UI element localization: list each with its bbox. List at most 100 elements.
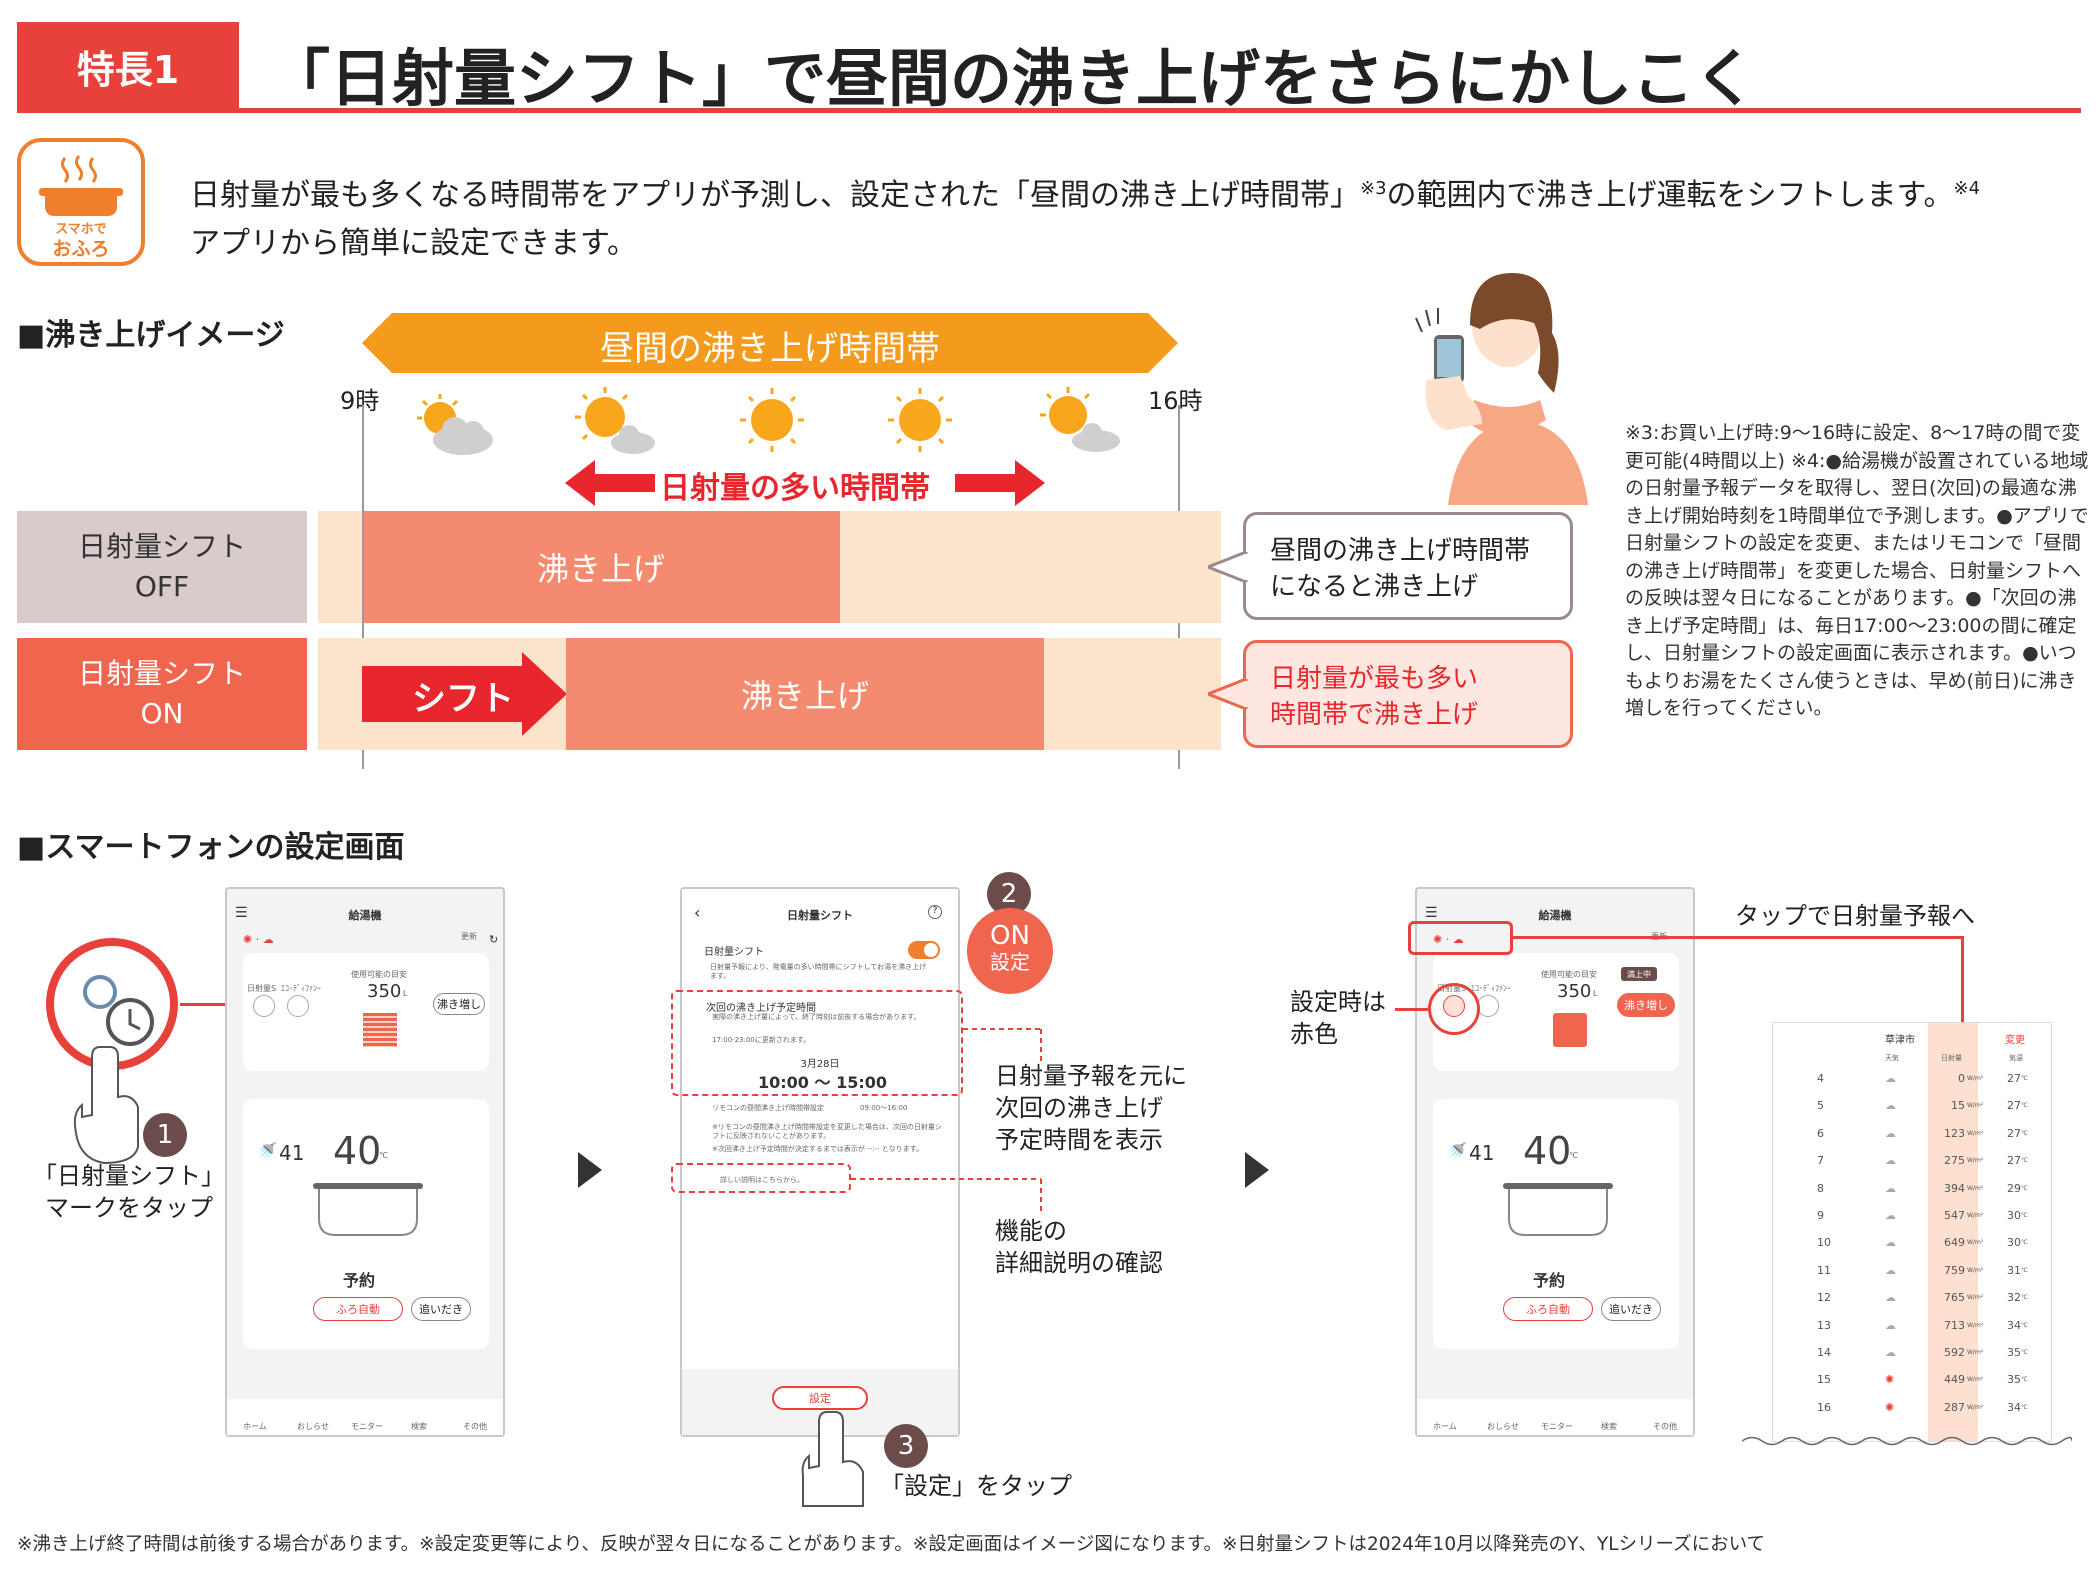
screen-title: 給湯機 (1538, 909, 1572, 922)
page-title: 「日射量シフト」で昼間の沸き上げをさらにかしこく (268, 42, 1757, 115)
radiation-unit: W/m² (1967, 1266, 1984, 1274)
nav-home[interactable]: ホーム (1433, 1422, 1457, 1431)
hour: 6 (1817, 1126, 1824, 1140)
screen-title: 日射量シフト (787, 909, 853, 922)
arrow-next-icon (1245, 1152, 1269, 1188)
radiation-unit: W/m² (1967, 1075, 1984, 1082)
auto-bath-button[interactable]: ふろ自動 (1503, 1297, 1593, 1321)
bathtub-icon (39, 155, 123, 216)
temp-unit: ℃ (2021, 1184, 2028, 1192)
radiation-column-highlight (1928, 1023, 1978, 1441)
nav-other[interactable]: その他 (463, 1422, 487, 1431)
refresh-icon[interactable]: ↻ (489, 933, 499, 946)
faucet-temp: 41 (1469, 1141, 1495, 1165)
heating-block-on: 沸き上げ (566, 638, 1044, 750)
nav-home[interactable]: ホーム (243, 1422, 267, 1431)
radiation-unit: W/m² (1967, 1129, 1984, 1137)
temp-unit: ℃ (2021, 1075, 2028, 1082)
change-city-link[interactable]: 変更 (2005, 1035, 2025, 1046)
start-line-overlay-off (362, 511, 364, 623)
col-temp: 気温 (2009, 1054, 2023, 1062)
annotation-detail: 機能の詳細説明の確認 (995, 1217, 1163, 1277)
nav-notice[interactable]: おしらせ (297, 1422, 329, 1431)
nav-search[interactable]: 検索 (411, 1422, 427, 1431)
hour: 4 (1817, 1072, 1824, 1085)
reheat-button[interactable]: 追いだき (1601, 1297, 1661, 1321)
phone-screen-home-red: ☰ 給湯機 更新 ✺ · ☁ 日射量S ｴｺ･ﾃﾞｨﾌｧﾝｰ 使用可能の目安 3… (1415, 887, 1695, 1437)
toggle-description: 日射量予報により、発電量の多い時間帯にシフトしてお湯を沸き上げます。 (710, 963, 927, 980)
nav-monitor[interactable]: モニター (351, 1422, 383, 1431)
bath-card: 🚿 41 40 ℃ 予約 ふろ自動 追いだき (243, 1099, 489, 1349)
radiation-unit: W/m² (1967, 1239, 1984, 1247)
temp-unit: ℃ (2021, 1239, 2028, 1247)
step1-caption: 「日射量シフト」マークをタップ (33, 1162, 225, 1222)
radiation-value: 649 (1944, 1236, 1965, 1250)
nav-notice[interactable]: おしらせ (1487, 1422, 1519, 1431)
temp-unit: ℃ (2021, 1129, 2028, 1137)
radiation-unit: W/m² (1967, 1321, 1984, 1329)
radiation-value: 449 (1944, 1373, 1965, 1387)
section-heading-phone: ■スマートフォンの設定画面 (17, 830, 405, 865)
amount-unit: L (1593, 989, 1598, 998)
radiation-value: 547 (1944, 1209, 1965, 1222)
reheat-button[interactable]: 追いだき (411, 1297, 471, 1321)
menu-icon[interactable]: ☰ (235, 905, 248, 921)
nav-other[interactable]: その他 (1653, 1422, 1677, 1431)
smartphone-bath-app-icon: スマホで おふろ (17, 138, 145, 266)
col-radiation: 日射量 (1941, 1054, 1962, 1062)
temp-unit: ℃ (379, 1151, 388, 1160)
menu-icon[interactable]: ☰ (1425, 905, 1438, 921)
eco-mark-button[interactable] (1477, 995, 1499, 1017)
radiation-value: 759 (1944, 1263, 1965, 1277)
annotation-lines (963, 1028, 1042, 1065)
sun-status-icon[interactable]: ✺ · ☁ (1433, 933, 1464, 946)
update-label: 更新 (461, 932, 477, 941)
sun-cloud-icon (575, 387, 655, 454)
auto-bath-button[interactable]: ふろ自動 (313, 1297, 403, 1321)
help-icon[interactable]: ? (928, 905, 942, 919)
solar-shift-toggle[interactable] (908, 941, 940, 959)
bathtub-icon (313, 1183, 423, 1236)
highlight-next-schedule (671, 990, 963, 1096)
next-schedule-update: 17:00-23:00に更新されます。 (712, 1036, 811, 1044)
next-schedule-title: 次回の沸き上げ予定時間 (706, 1003, 816, 1014)
temp-value: 34 (2007, 1318, 2021, 1332)
radiation-unit: W/m² (1967, 1349, 1984, 1356)
callout-pointer-off (1208, 552, 1248, 582)
radiation-value: 592 (1944, 1346, 1965, 1359)
temp-value: 30 (2007, 1236, 2021, 1250)
eco-icon-label: ｴｺ･ﾃﾞｨﾌｧﾝｰ (281, 984, 321, 993)
bottom-nav: ホーム おしらせ モニター 検索 その他 (227, 1399, 503, 1435)
back-icon[interactable]: ‹ (694, 903, 701, 922)
cloud-icon: ☁ (1885, 1126, 1896, 1140)
annotation-lines-2 (851, 1178, 1042, 1215)
set-button[interactable]: 設定 (772, 1386, 868, 1410)
eco-mark-button[interactable] (287, 995, 309, 1017)
boost-button[interactable]: 沸き増し (433, 993, 485, 1015)
screen-title: 給湯機 (348, 909, 382, 922)
nav-monitor[interactable]: モニター (1541, 1422, 1573, 1431)
radiation-unit: W/m² (1967, 1403, 1984, 1411)
faucet-icon: 🚿 (1447, 1141, 1467, 1160)
phone-screen-home: ☰ 給湯機 更新 ↻ ✺ · ☁ 日射量S ｴｺ･ﾃﾞｨﾌｧﾝｰ 使用可能の目安… (225, 887, 505, 1437)
feature-badge: 特長1 (17, 22, 239, 110)
reserve-label[interactable]: 予約 (1533, 1271, 1566, 1290)
solar-shift-mark-button[interactable] (253, 995, 275, 1017)
temp-value: 27 (2007, 1154, 2021, 1168)
radiation-value: 287 (1944, 1400, 1965, 1414)
cloud-icon: ☁ (1885, 1346, 1896, 1359)
next-schedule-desc: 実際の沸き上げ量によって、終了時刻は前後する場合があります。 (712, 1013, 921, 1021)
reserve-label[interactable]: 予約 (343, 1271, 376, 1290)
nav-search[interactable]: 検索 (1601, 1422, 1617, 1431)
detail-link[interactable]: 詳しい説明はこちらから。 (720, 1176, 804, 1184)
boost-button[interactable]: 沸き増し (1617, 993, 1675, 1017)
cloud-icon: ☁ (1885, 1099, 1896, 1113)
callout-pointer-on (1208, 679, 1248, 709)
